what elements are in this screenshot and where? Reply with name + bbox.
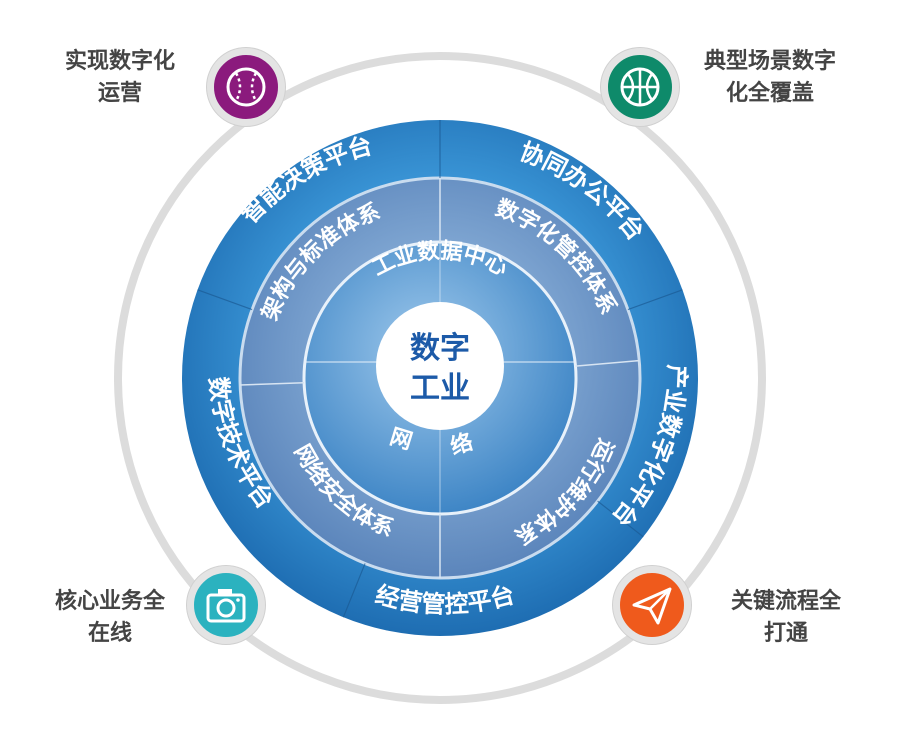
- outer-ring-dividers: [197, 120, 683, 618]
- baseball-icon: [226, 67, 266, 107]
- paper-plane-icon: [632, 587, 672, 625]
- center-circle: [376, 302, 504, 430]
- divider-line: [575, 359, 640, 367]
- divider-line: [197, 289, 253, 311]
- divider-line: [627, 289, 683, 311]
- top-right-badge: [601, 48, 679, 126]
- divider-line: [597, 500, 644, 538]
- center-line2: 工业: [410, 371, 470, 406]
- bottom-left-label: 核心业务全 在线: [54, 589, 165, 646]
- outer-guide-circle: [114, 52, 766, 704]
- basketball-icon: [620, 67, 660, 107]
- bottom-right-label: 关键流程全 打通: [730, 589, 841, 646]
- middle-ring-dividers: [240, 178, 640, 578]
- top-left-label: 实现数字化 运营: [64, 49, 175, 106]
- divider-line: [342, 563, 366, 618]
- top-right-label: 典型场景数字 化全覆盖: [703, 49, 836, 106]
- divider-line: [240, 381, 305, 386]
- center-line1: 数字: [410, 331, 470, 366]
- camera-icon: [206, 589, 246, 623]
- bottom-right-badge: [613, 566, 691, 644]
- top-left-badge: [207, 48, 285, 126]
- bottom-left-badge: [187, 566, 265, 644]
